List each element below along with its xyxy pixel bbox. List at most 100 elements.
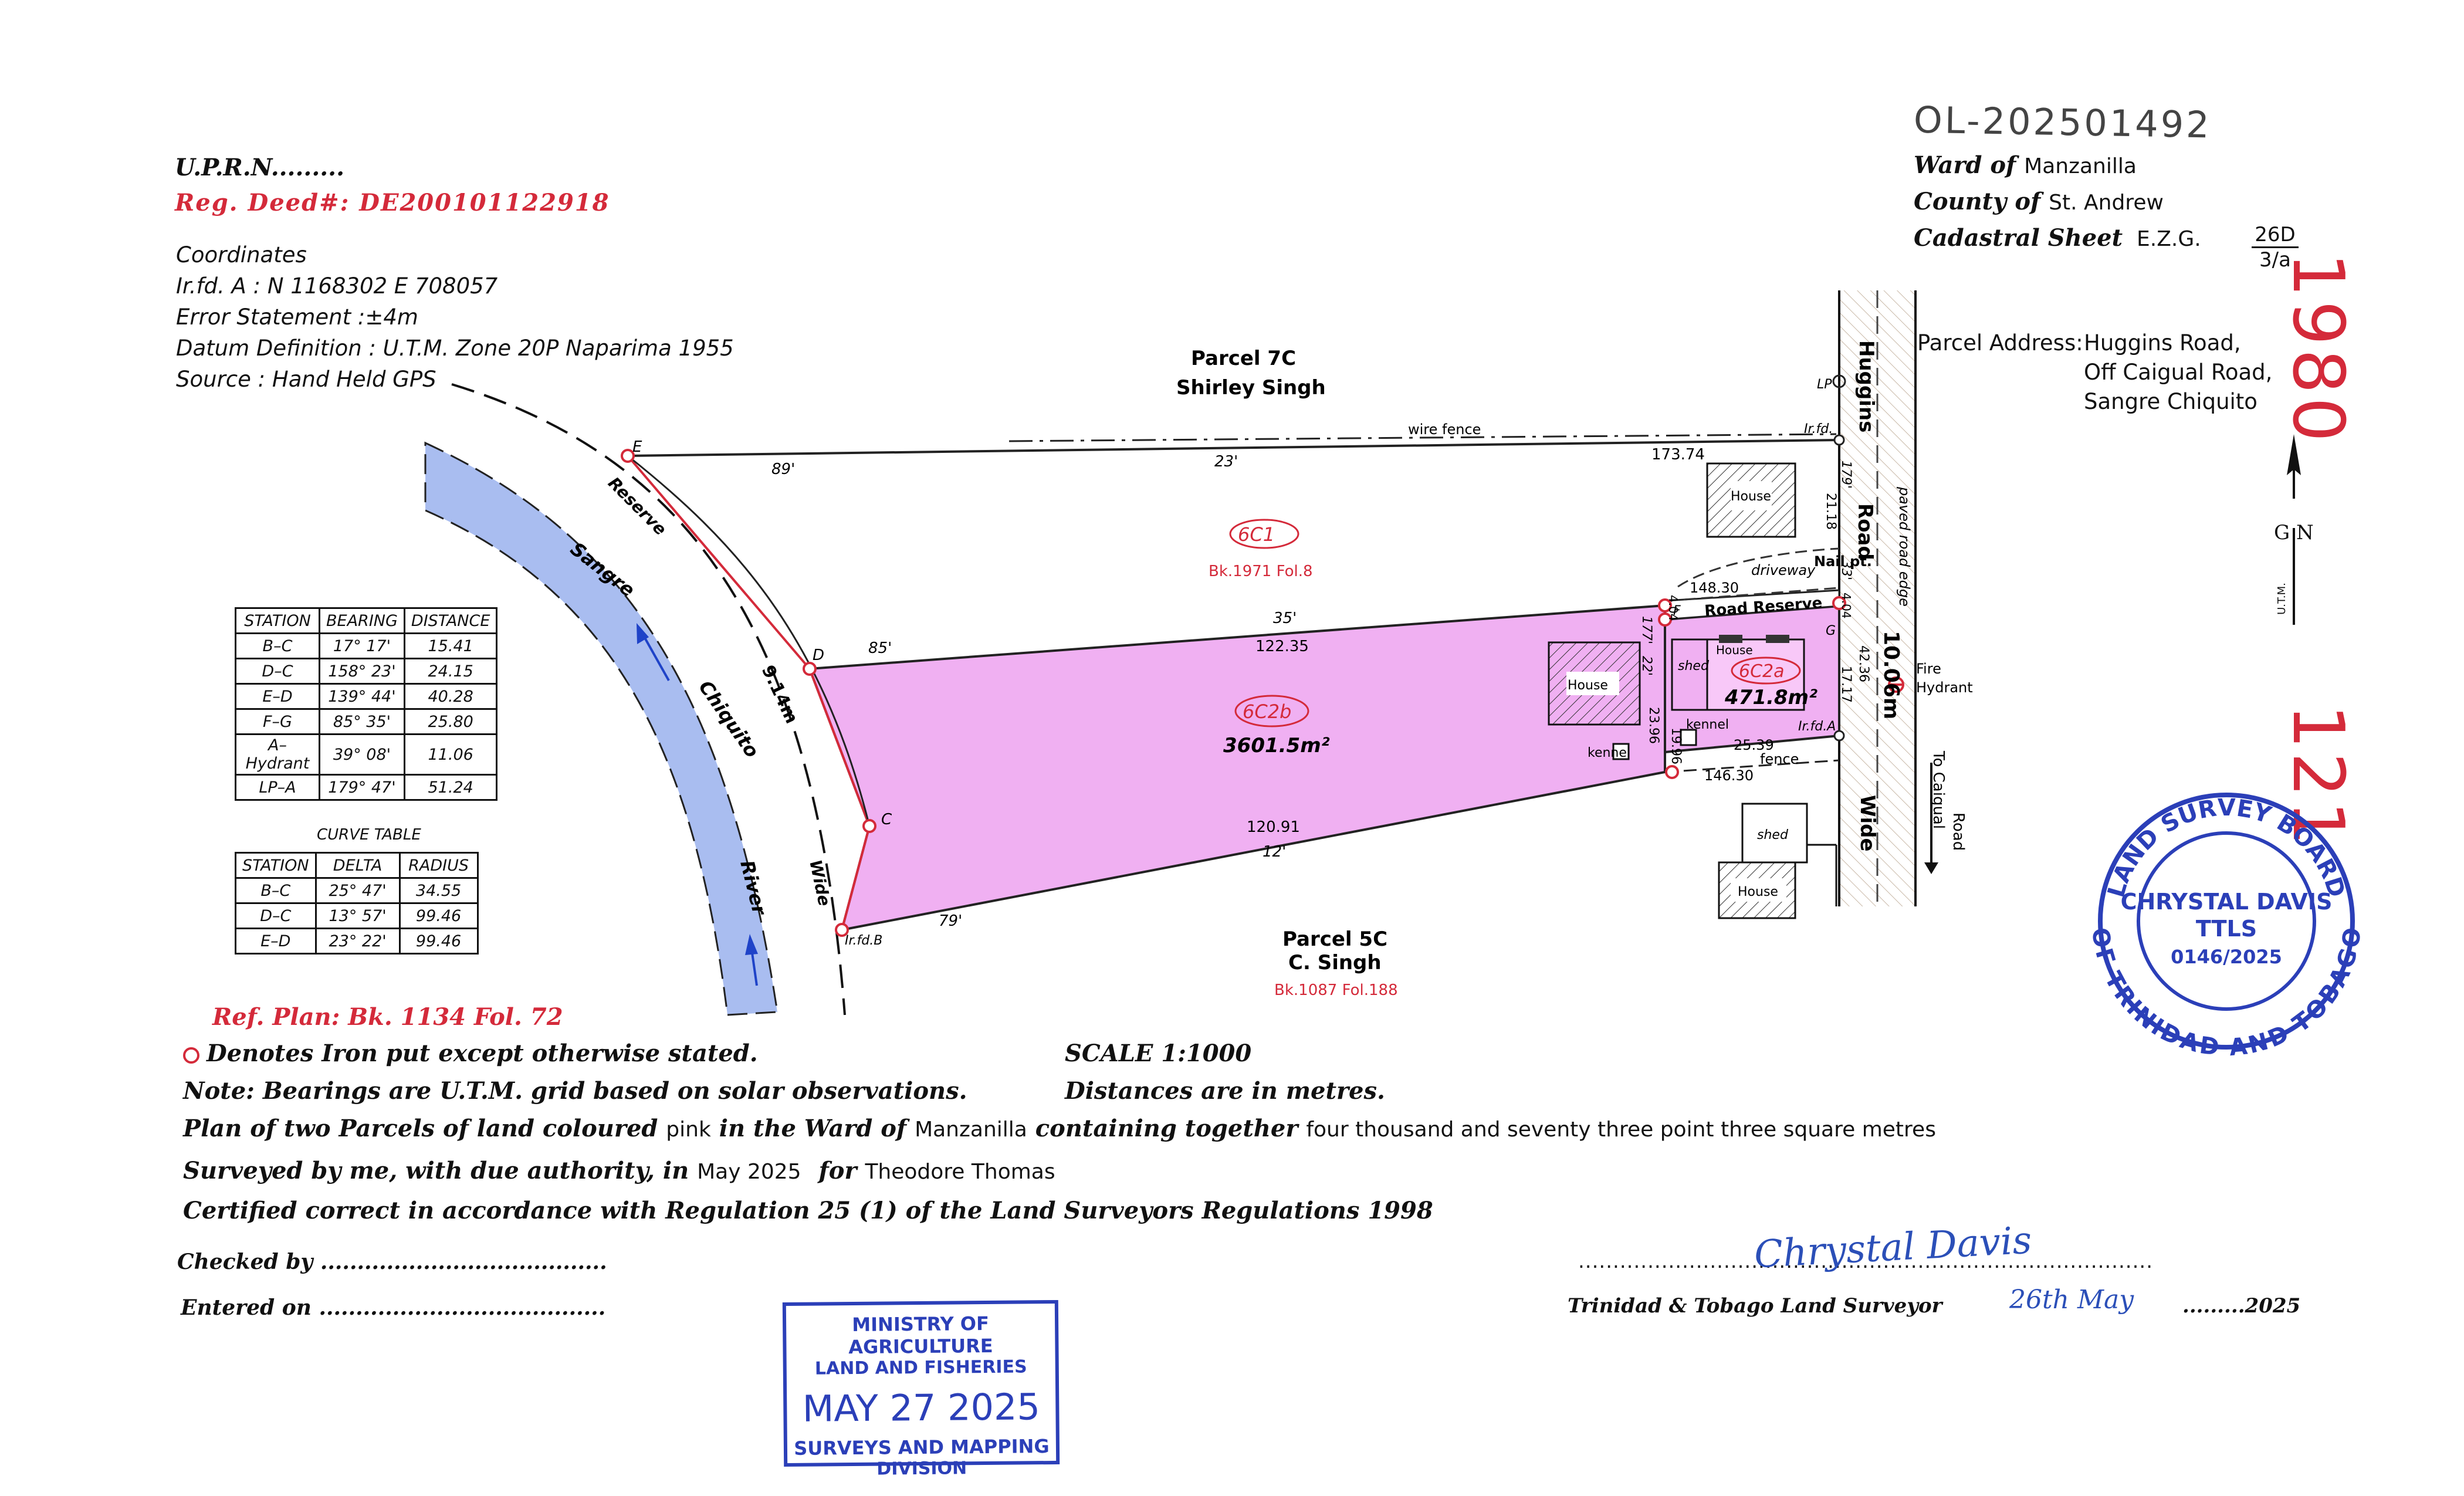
plan-ward: Manzanilla (915, 1118, 1027, 1142)
dist-23ft: 23' (1214, 453, 1238, 471)
river-flow-arrow-1-head-icon (637, 623, 649, 644)
north-arrow-icon (2287, 434, 2301, 625)
dist-42-36: 42.36 (1856, 645, 1871, 682)
dist-177ft: 177' (1639, 616, 1654, 644)
huggins-road (1839, 290, 1915, 906)
parcel-6c2b-label: 6C2b (1243, 700, 1291, 723)
parcel-6c2a-area: 471.8m² (1724, 686, 1817, 709)
driveway-line (1677, 547, 1840, 588)
parcel-6c2a-label: 6C2a (1739, 661, 1785, 682)
station-f-marker (1658, 598, 1672, 612)
river-flow-arrow-1-icon (641, 633, 670, 681)
house-north-label: House (1731, 489, 1771, 504)
reserve-arc (627, 455, 871, 827)
ministry-stamp: MINISTRY OF AGRICULTURE LAND AND FISHERI… (782, 1299, 1060, 1480)
station-a-label: Ir.fd.A (1798, 719, 1836, 734)
address-line-3: Sangre Chiquito (2084, 389, 2257, 414)
datum-definition: Datum Definition : U.T.M. Zone 20P Napar… (176, 336, 734, 361)
dist-85ft: 85' (868, 639, 892, 657)
station-d-marker (803, 662, 817, 676)
house-6c2a-label: House (1716, 643, 1753, 657)
coordinates-block: Coordinates Ir.fd. A : N 1168302 E 70805… (176, 239, 734, 395)
station-irfd-label: Ir.fd. (1804, 422, 1833, 436)
county-label: County of (1914, 188, 2041, 215)
table-cell: 51.24 (403, 774, 498, 801)
plan-prefix: Plan of two Parcels of land coloured (183, 1115, 658, 1142)
station-g-marker (1832, 596, 1846, 610)
surveyed-prefix: Surveyed by me, with due authority, in (183, 1157, 689, 1184)
house-6c2b-label: House (1568, 678, 1608, 693)
sheet-number-bottom: 3/a (2259, 248, 2291, 272)
surveyed-date: May 2025 (697, 1160, 801, 1184)
station-b-label: Ir.fd.B (845, 933, 882, 948)
dist-35ft: 35' (1273, 610, 1297, 627)
station-c-marker (862, 819, 876, 833)
station-a-marker (1833, 730, 1845, 742)
table-cell: E–D (235, 683, 320, 710)
parcel-5c-book: Bk.1087 Fol.188 (1274, 981, 1398, 999)
cadastral-sheet-value: E.Z.G. (2137, 227, 2201, 251)
table-cell: 85° 35' (319, 708, 405, 735)
fire-hydrant-icon (1888, 676, 1904, 693)
reserve-outer-edge (451, 383, 846, 1016)
dist-12ft: 12' (1263, 843, 1286, 861)
north-arrow-label: G N (2274, 521, 2314, 544)
table-cell: D–C (235, 902, 317, 929)
table-cell: E–D (235, 928, 317, 955)
kennel-6c2a-label: kennel (1686, 717, 1729, 732)
table-cell: 179° 47' (319, 774, 405, 801)
bearing-col-bearing: BEARING (319, 607, 405, 634)
shed-6c2a (1671, 638, 1708, 711)
curve-col-radius: RADIUS (398, 852, 479, 879)
plan-containing: containing together (1035, 1115, 1298, 1142)
table-cell: 99.46 (398, 928, 479, 955)
parcel-5c-owner: C. Singh (1288, 951, 1382, 974)
error-statement: Error Statement :±4m (176, 304, 418, 330)
coordinates-irfd: Ir.fd. A : N 1168302 E 708057 (176, 273, 498, 299)
dist-19-96: 19.96 (1668, 727, 1683, 764)
bearing-table-header: STATION BEARING DISTANCE (235, 607, 498, 634)
north-boundary (627, 439, 1840, 457)
station-f-label: F (1673, 604, 1681, 618)
dist-120-91: 120.91 (1247, 818, 1300, 836)
dist-173-74: 173.74 (1651, 446, 1705, 463)
surveyed-line: Surveyed by me, with due authority, in M… (183, 1157, 1055, 1184)
fire-hydrant-label-1: Fire (1916, 661, 1941, 677)
parcel-6c2b (808, 604, 1666, 932)
curve-table-title: CURVE TABLE (317, 826, 421, 844)
station-f2-marker (1658, 612, 1672, 627)
iron-put-marker-icon (183, 1047, 199, 1064)
checked-by: Checked by .............................… (177, 1250, 607, 1274)
stamp-board-outer-top: LAND SURVEY BOARD (2103, 794, 2350, 901)
parcel-7c-label: Parcel 7C (1191, 347, 1296, 370)
ministry-stamp-line4: DIVISION (876, 1458, 967, 1480)
surveyor-label: Trinidad & Tobago Land Surveyor (1568, 1294, 1942, 1318)
curve-table-header: STATION DELTA RADIUS (235, 852, 479, 879)
plan-area: four thousand and seventy three point th… (1306, 1118, 1936, 1142)
dist-179ft: 179' (1839, 461, 1853, 489)
station-b-marker (835, 923, 849, 937)
cadastral-sheet-line: Cadastral Sheet E.Z.G. (1914, 224, 2201, 252)
entered-on: Entered on .............................… (181, 1295, 606, 1320)
road-width: 10.06m (1879, 631, 1903, 719)
table-cell: 34.55 (398, 877, 479, 904)
parcel-6c2b-area: 3601.5m² (1223, 734, 1330, 757)
table-cell: A–Hydrant (235, 733, 320, 776)
station-lp-label: LP (1817, 377, 1832, 392)
station-irfd-marker (1833, 434, 1845, 446)
bearing-col-distance: DISTANCE (403, 607, 498, 634)
kennel-6c2b (1612, 743, 1630, 760)
coordinates-title: Coordinates (176, 242, 307, 268)
sheet-number-top: 26D (2252, 223, 2299, 248)
dist-122-35: 122.35 (1255, 638, 1309, 655)
surveyed-for: for (818, 1157, 857, 1184)
bearing-col-station: STATION (235, 607, 320, 634)
to-caigual-label-2: Road (1949, 813, 1967, 851)
plan-description: Plan of two Parcels of land coloured pin… (183, 1115, 1936, 1142)
address-line-1: Huggins Road, (2084, 330, 2241, 356)
land-survey-board-stamp: LAND SURVEY BOARD OF TRINIDAD AND TOBAGO… (2086, 793, 2367, 1061)
sheet-number: 26D 3/a (2252, 223, 2299, 272)
